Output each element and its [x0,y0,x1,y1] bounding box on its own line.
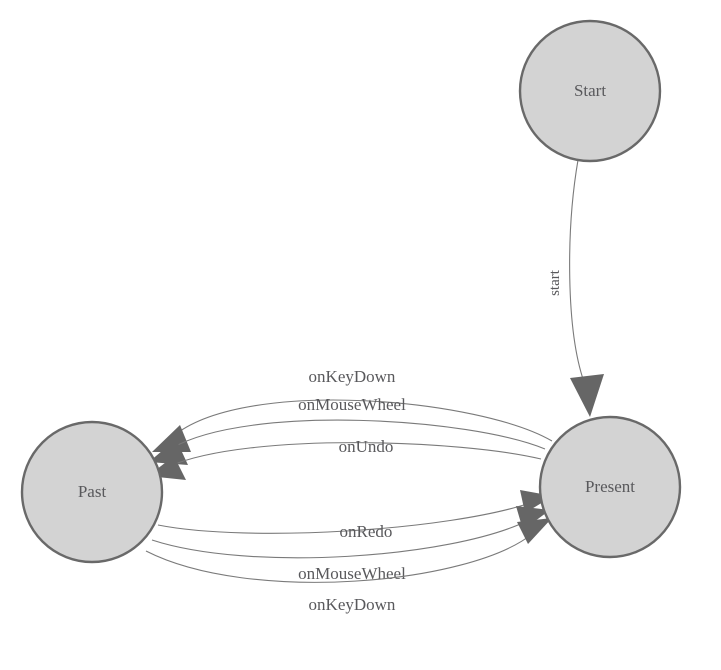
edge-present-to-past-onkeydown[interactable]: onKeyDown [152,367,553,452]
edge-past-to-present-onkeydown[interactable]: onKeyDown [145,518,552,614]
node-start-label: Start [574,81,606,100]
node-start[interactable]: Start [518,19,662,163]
arrowhead-past-to-present-onkeydown [517,518,552,544]
edge-present-to-past-onundo-path [169,442,542,467]
edge-present-to-past-onundo[interactable]: onUndo [148,437,542,480]
edge-present-to-past-onmousewheel-path [171,419,546,450]
edge-label-present-to-past-onmousewheel: onMouseWheel [298,395,406,414]
edge-label-present-to-past-onkeydown: onKeyDown [309,367,396,386]
edge-past-to-present-onmousewheel[interactable]: onMouseWheel [151,506,550,583]
edge-past-to-present-onmousewheel-path [151,520,528,559]
edge-label-start: start [547,269,563,296]
arrowhead-present-to-past-onkeydown [152,425,191,452]
edge-present-to-past-onkeydown-path [175,399,553,442]
node-past-circle [20,420,164,564]
edge-label-past-to-present-onmousewheel: onMouseWheel [298,564,406,583]
node-past[interactable]: Past [20,420,164,564]
edge-label-present-to-past-onundo: onUndo [339,437,394,456]
edge-present-to-past-onmousewheel[interactable]: onMouseWheel [149,395,546,465]
arrowhead-present-to-past-onmousewheel [149,439,188,465]
node-start-circle [518,19,662,163]
edge-label-past-to-present-onkeydown: onKeyDown [309,595,396,614]
edge-label-past-to-present-onredo: onRedo [340,522,393,541]
edge-start-to-present-path [569,159,585,383]
node-present[interactable]: Present [538,415,682,559]
edge-start-to-present[interactable]: start [547,159,604,417]
arrowhead-start-to-present [570,374,604,417]
edge-past-to-present-onkeydown-path [145,533,533,583]
node-present-label: Present [585,477,635,496]
node-present-circle [538,415,682,559]
node-past-label: Past [78,482,107,501]
edge-past-to-present-onredo-path [157,502,531,534]
